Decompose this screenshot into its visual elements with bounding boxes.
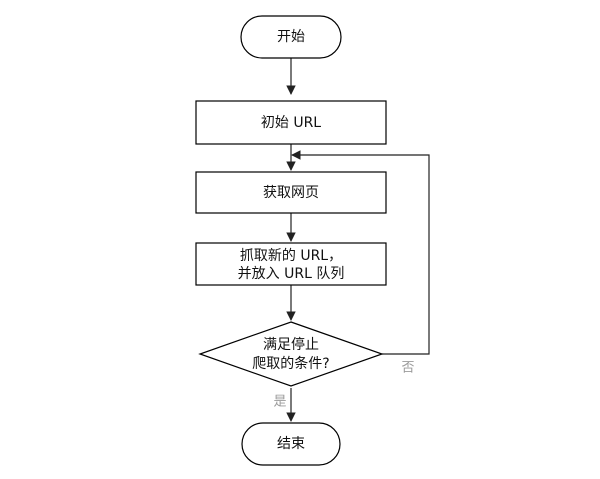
init-url-label: 初始 URL bbox=[261, 114, 321, 131]
yes-edge-label: 是 bbox=[273, 395, 286, 410]
stop-condition-node: 满足停止 爬取的条件? bbox=[198, 321, 384, 387]
init-url-node: 初始 URL bbox=[195, 100, 387, 145]
extract-urls-line2: 并放入 URL 队列 bbox=[238, 266, 345, 282]
end-node: 结束 bbox=[241, 422, 341, 466]
start-label: 开始 bbox=[277, 29, 305, 45]
extract-urls-line1: 抓取新的 URL， bbox=[240, 248, 342, 264]
stop-condition-line2: 爬取的条件? bbox=[252, 355, 329, 372]
extract-urls-node: 抓取新的 URL， 并放入 URL 队列 bbox=[195, 242, 387, 286]
edge-decision-loop-no bbox=[291, 150, 430, 355]
fetch-page-label: 获取网页 bbox=[263, 185, 319, 201]
stop-condition-line1: 满足停止 bbox=[263, 336, 319, 353]
end-label: 结束 bbox=[277, 436, 305, 452]
no-edge-label: 否 bbox=[401, 361, 414, 376]
start-node: 开始 bbox=[240, 15, 342, 59]
fetch-page-node: 获取网页 bbox=[195, 171, 387, 214]
